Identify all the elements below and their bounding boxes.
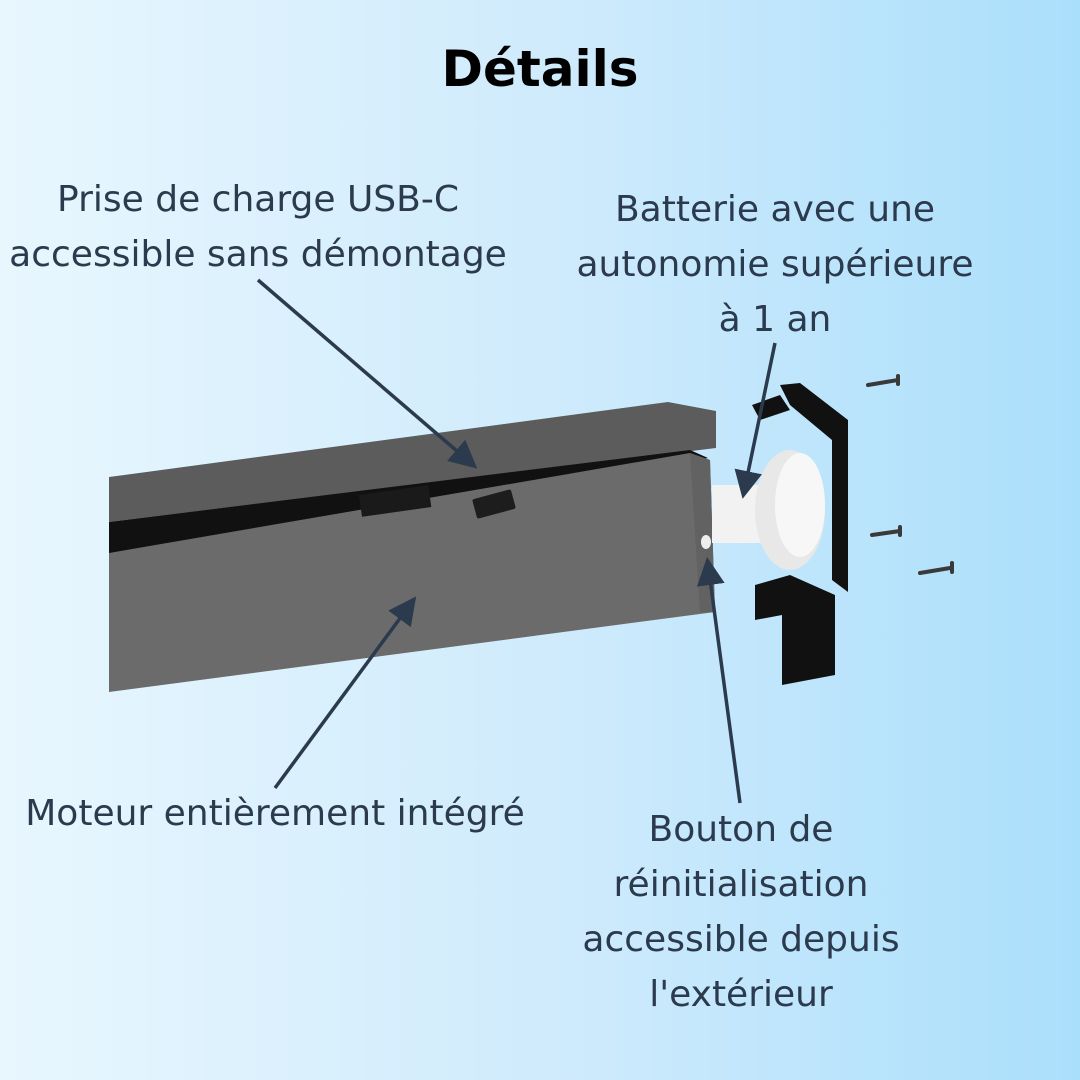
label-line: accessible depuis xyxy=(582,919,900,960)
label-line: l'extérieur xyxy=(649,974,833,1015)
label-motor: Moteur entièrement intégré xyxy=(0,786,550,841)
label-line: Batterie avec une xyxy=(614,189,936,230)
usb-c-port xyxy=(472,489,516,519)
label-line: autonomie supérieure xyxy=(576,244,974,285)
label-usb: Prise de charge USB-C accessible sans dé… xyxy=(0,172,516,282)
reset-hole xyxy=(701,535,711,549)
label-line: Bouton de xyxy=(648,809,834,850)
label-line: réinitialisation xyxy=(613,864,869,905)
label-battery: Batterie avec une autonomie supérieure à… xyxy=(560,182,990,347)
arrow-battery xyxy=(734,342,777,499)
label-line: Prise de charge USB-C xyxy=(57,179,459,220)
label-line: Moteur entièrement intégré xyxy=(25,793,525,834)
page-title: Détails xyxy=(441,40,639,98)
screws xyxy=(866,374,954,575)
arrow-reset xyxy=(696,557,742,804)
label-line: accessible sans démontage xyxy=(9,234,507,275)
label-line: à 1 an xyxy=(718,299,832,340)
battery-module xyxy=(712,450,825,570)
arrow-motor xyxy=(273,596,417,790)
arrow-usb xyxy=(256,278,478,469)
rail xyxy=(109,402,716,692)
callout-arrows xyxy=(256,278,777,804)
label-reset: Bouton de réinitialisation accessible de… xyxy=(540,802,942,1022)
